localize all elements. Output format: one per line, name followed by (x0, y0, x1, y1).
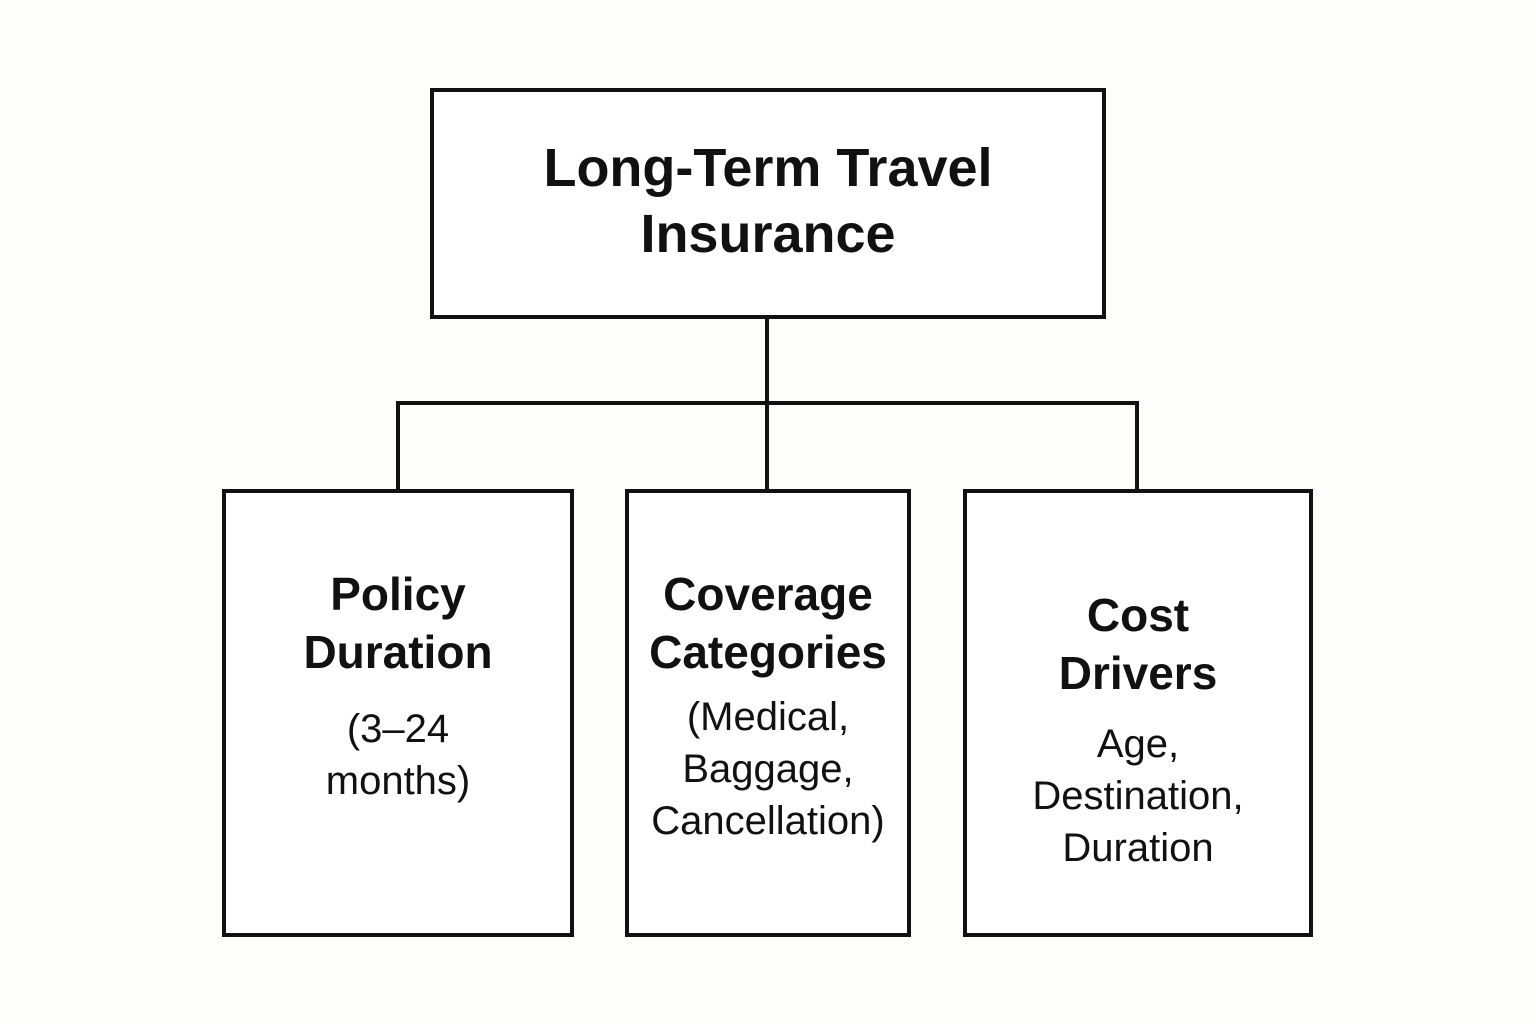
cost-detail-line: Destination, (1032, 774, 1244, 818)
cost-drivers-detail: Age, Destination, Duration (1032, 718, 1243, 874)
coverage-title-line-2: Categories (649, 626, 887, 678)
policy-duration-box: Policy Duration (3–24 months) (222, 489, 574, 937)
policy-duration-title: Policy Duration (303, 565, 492, 681)
coverage-detail-line: Baggage, (682, 747, 854, 791)
policy-detail-line: (3–24 (346, 707, 450, 751)
coverage-detail-line: (Medical, (686, 695, 850, 739)
policy-detail-line: months) (325, 759, 471, 803)
cost-detail-line: Duration (1062, 826, 1214, 870)
cost-drivers-box: Cost Drivers Age, Destination, Duration (963, 489, 1313, 937)
cost-title-line-1: Cost (1086, 589, 1190, 641)
root-title-line-2: Insurance (640, 203, 896, 264)
root-node-title: Long-Term Travel Insurance (543, 135, 992, 273)
policy-duration-detail: (3–24 months) (326, 703, 471, 807)
coverage-categories-box: Coverage Categories (Medical, Baggage, C… (625, 489, 911, 937)
cost-detail-line: Age, (1096, 722, 1180, 766)
coverage-categories-title: Coverage Categories (649, 565, 887, 681)
coverage-detail-line: Cancellation) (651, 799, 885, 843)
policy-title-line-2: Duration (303, 626, 493, 678)
root-title-line-1: Long-Term Travel (543, 137, 993, 198)
coverage-title-line-1: Coverage (663, 568, 873, 620)
root-node-box: Long-Term Travel Insurance (430, 88, 1106, 319)
cost-title-line-2: Drivers (1058, 647, 1218, 699)
cost-drivers-title: Cost Drivers (1059, 586, 1218, 702)
coverage-categories-detail: (Medical, Baggage, Cancellation) (651, 691, 884, 847)
policy-title-line-1: Policy (330, 568, 466, 620)
